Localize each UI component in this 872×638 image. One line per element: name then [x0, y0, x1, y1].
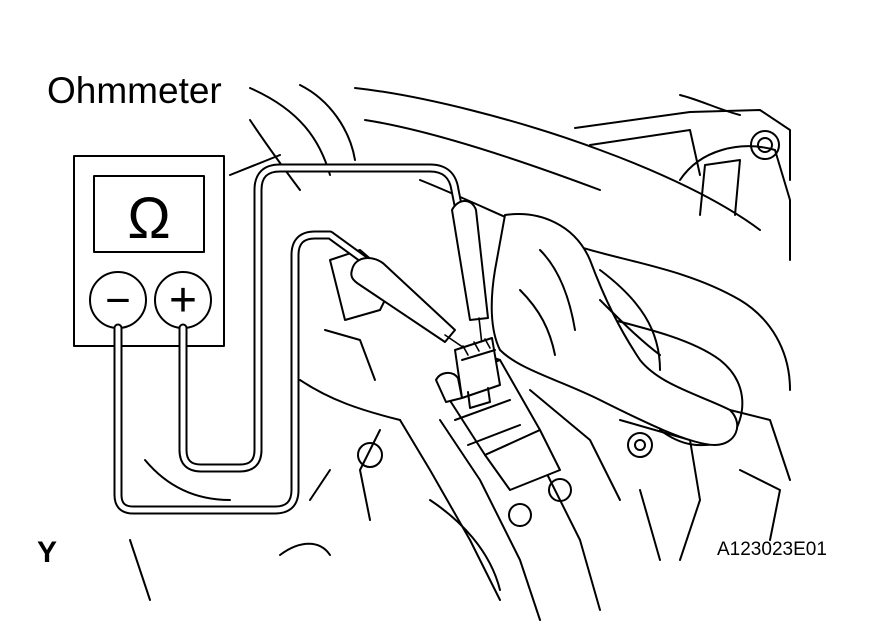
- minus-symbol: −: [105, 276, 131, 325]
- ohmmeter-display: [93, 175, 205, 253]
- ohm-symbol: Ω: [127, 186, 170, 251]
- test-probes: [350, 200, 489, 353]
- view-label: Y: [37, 536, 58, 569]
- plus-symbol: +: [169, 274, 197, 327]
- meter-symbols: Ω − +: [105, 186, 197, 327]
- ohmmeter-label: Ohmmeter: [47, 70, 222, 111]
- ohmmeter-body: [73, 155, 225, 347]
- sensor-connector: [435, 337, 501, 409]
- test-leads: [113, 163, 465, 515]
- figure-id-label: A123023E01: [717, 539, 827, 560]
